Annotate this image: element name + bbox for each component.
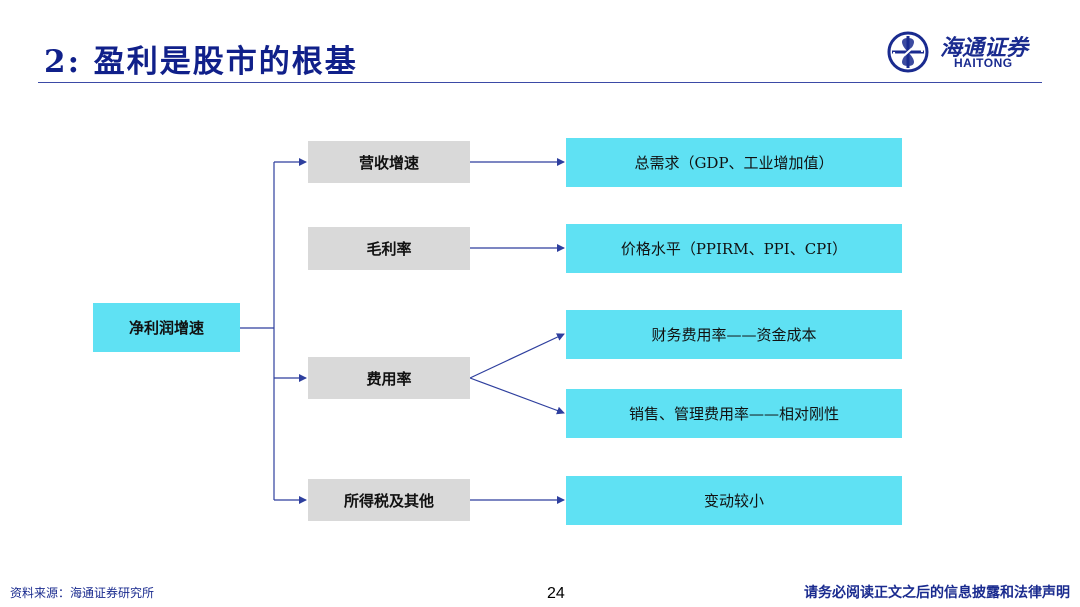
- connector-expense-sales: [469, 377, 565, 415]
- outcome-node-small-change: 变动较小: [566, 476, 902, 525]
- factor-node-gross-margin: 毛利率: [308, 227, 470, 270]
- data-source-note: 资料来源：海通证券研究所: [10, 586, 155, 600]
- root-node-net-profit-growth: 净利润增速: [93, 303, 240, 352]
- company-logo: 海通证券 HAITONG: [886, 28, 1046, 76]
- outcome-node-price-level: 价格水平（PPIRM、PPI、CPI）: [566, 224, 902, 273]
- page-title: 2: 盈利是股市的根基: [44, 44, 358, 80]
- factor-node-expense-ratio: 费用率: [308, 357, 470, 399]
- connector-expense-finance: [469, 333, 565, 379]
- factor-node-revenue-growth: 营收增速: [308, 141, 470, 183]
- logo-chinese-name: 海通证券: [940, 35, 1029, 61]
- outcome-node-sales-admin-expense: 销售、管理费用率——相对刚性: [566, 389, 902, 438]
- haitong-logo-icon: [887, 31, 929, 73]
- factor-node-income-tax-other: 所得税及其他: [308, 479, 470, 521]
- logo-english-name: HAITONG: [954, 56, 1013, 70]
- outcome-node-aggregate-demand: 总需求（GDP、工业增加值）: [566, 138, 902, 187]
- legal-disclaimer: 请务必阅读正文之后的信息披露和法律声明: [804, 585, 1070, 601]
- page-number: 24: [547, 585, 565, 602]
- outcome-node-financial-expense: 财务费用率——资金成本: [566, 310, 902, 359]
- title-divider: [38, 82, 1042, 83]
